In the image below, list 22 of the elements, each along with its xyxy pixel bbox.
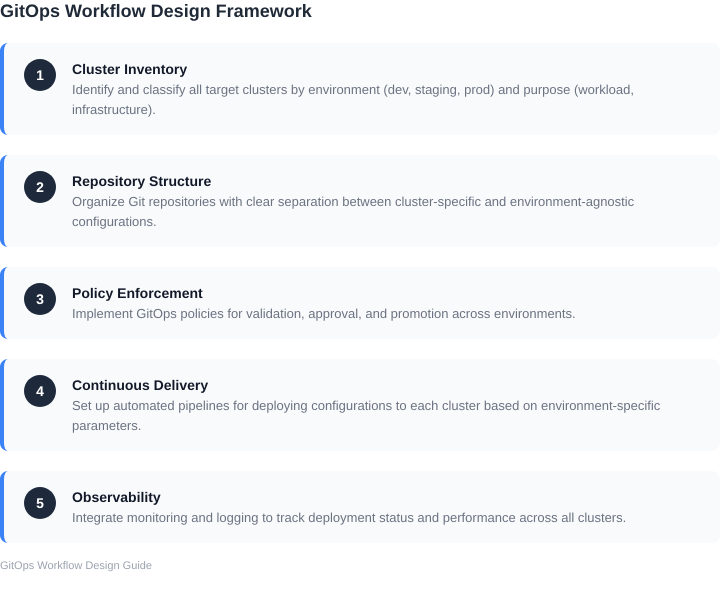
caption-text: GitOps Workflow Design Guide bbox=[0, 559, 152, 573]
step-title: Observability bbox=[72, 489, 161, 506]
step-number: 4 bbox=[24, 375, 56, 407]
step-number: 2 bbox=[24, 171, 56, 203]
step-description: Integrate monitoring and logging to track deployment status and performance across all clusters. bbox=[72, 509, 628, 527]
step-title: Cluster Inventory bbox=[72, 61, 188, 78]
step-number: 5 bbox=[24, 487, 56, 519]
step-card bbox=[0, 155, 720, 247]
step-description: Implement GitOps policies for validation, approval, and promotion across environments. bbox=[72, 305, 577, 323]
step-card bbox=[0, 43, 720, 135]
step-number: 3 bbox=[24, 283, 56, 315]
step-title: Policy Enforcement bbox=[72, 285, 203, 302]
step-description: Set up automated pipelines for deploying configurations to each cluster based on environment-specific parameters. bbox=[72, 397, 662, 435]
step-title: Continuous Delivery bbox=[72, 377, 208, 394]
diagram-title: GitOps Workflow Design Framework bbox=[0, 0, 312, 22]
step-card bbox=[0, 267, 720, 339]
step-card bbox=[0, 359, 720, 451]
step-number: 1 bbox=[24, 59, 56, 91]
step-description: Identify and classify all target clusters by environment (dev, staging, prod) and purpose (workload, infrastructure). bbox=[72, 81, 635, 119]
step-title: Repository Structure bbox=[72, 173, 212, 190]
step-card bbox=[0, 471, 720, 543]
step-description: Organize Git repositories with clear separation between cluster-specific and environment-agnostic configurations. bbox=[72, 193, 636, 231]
